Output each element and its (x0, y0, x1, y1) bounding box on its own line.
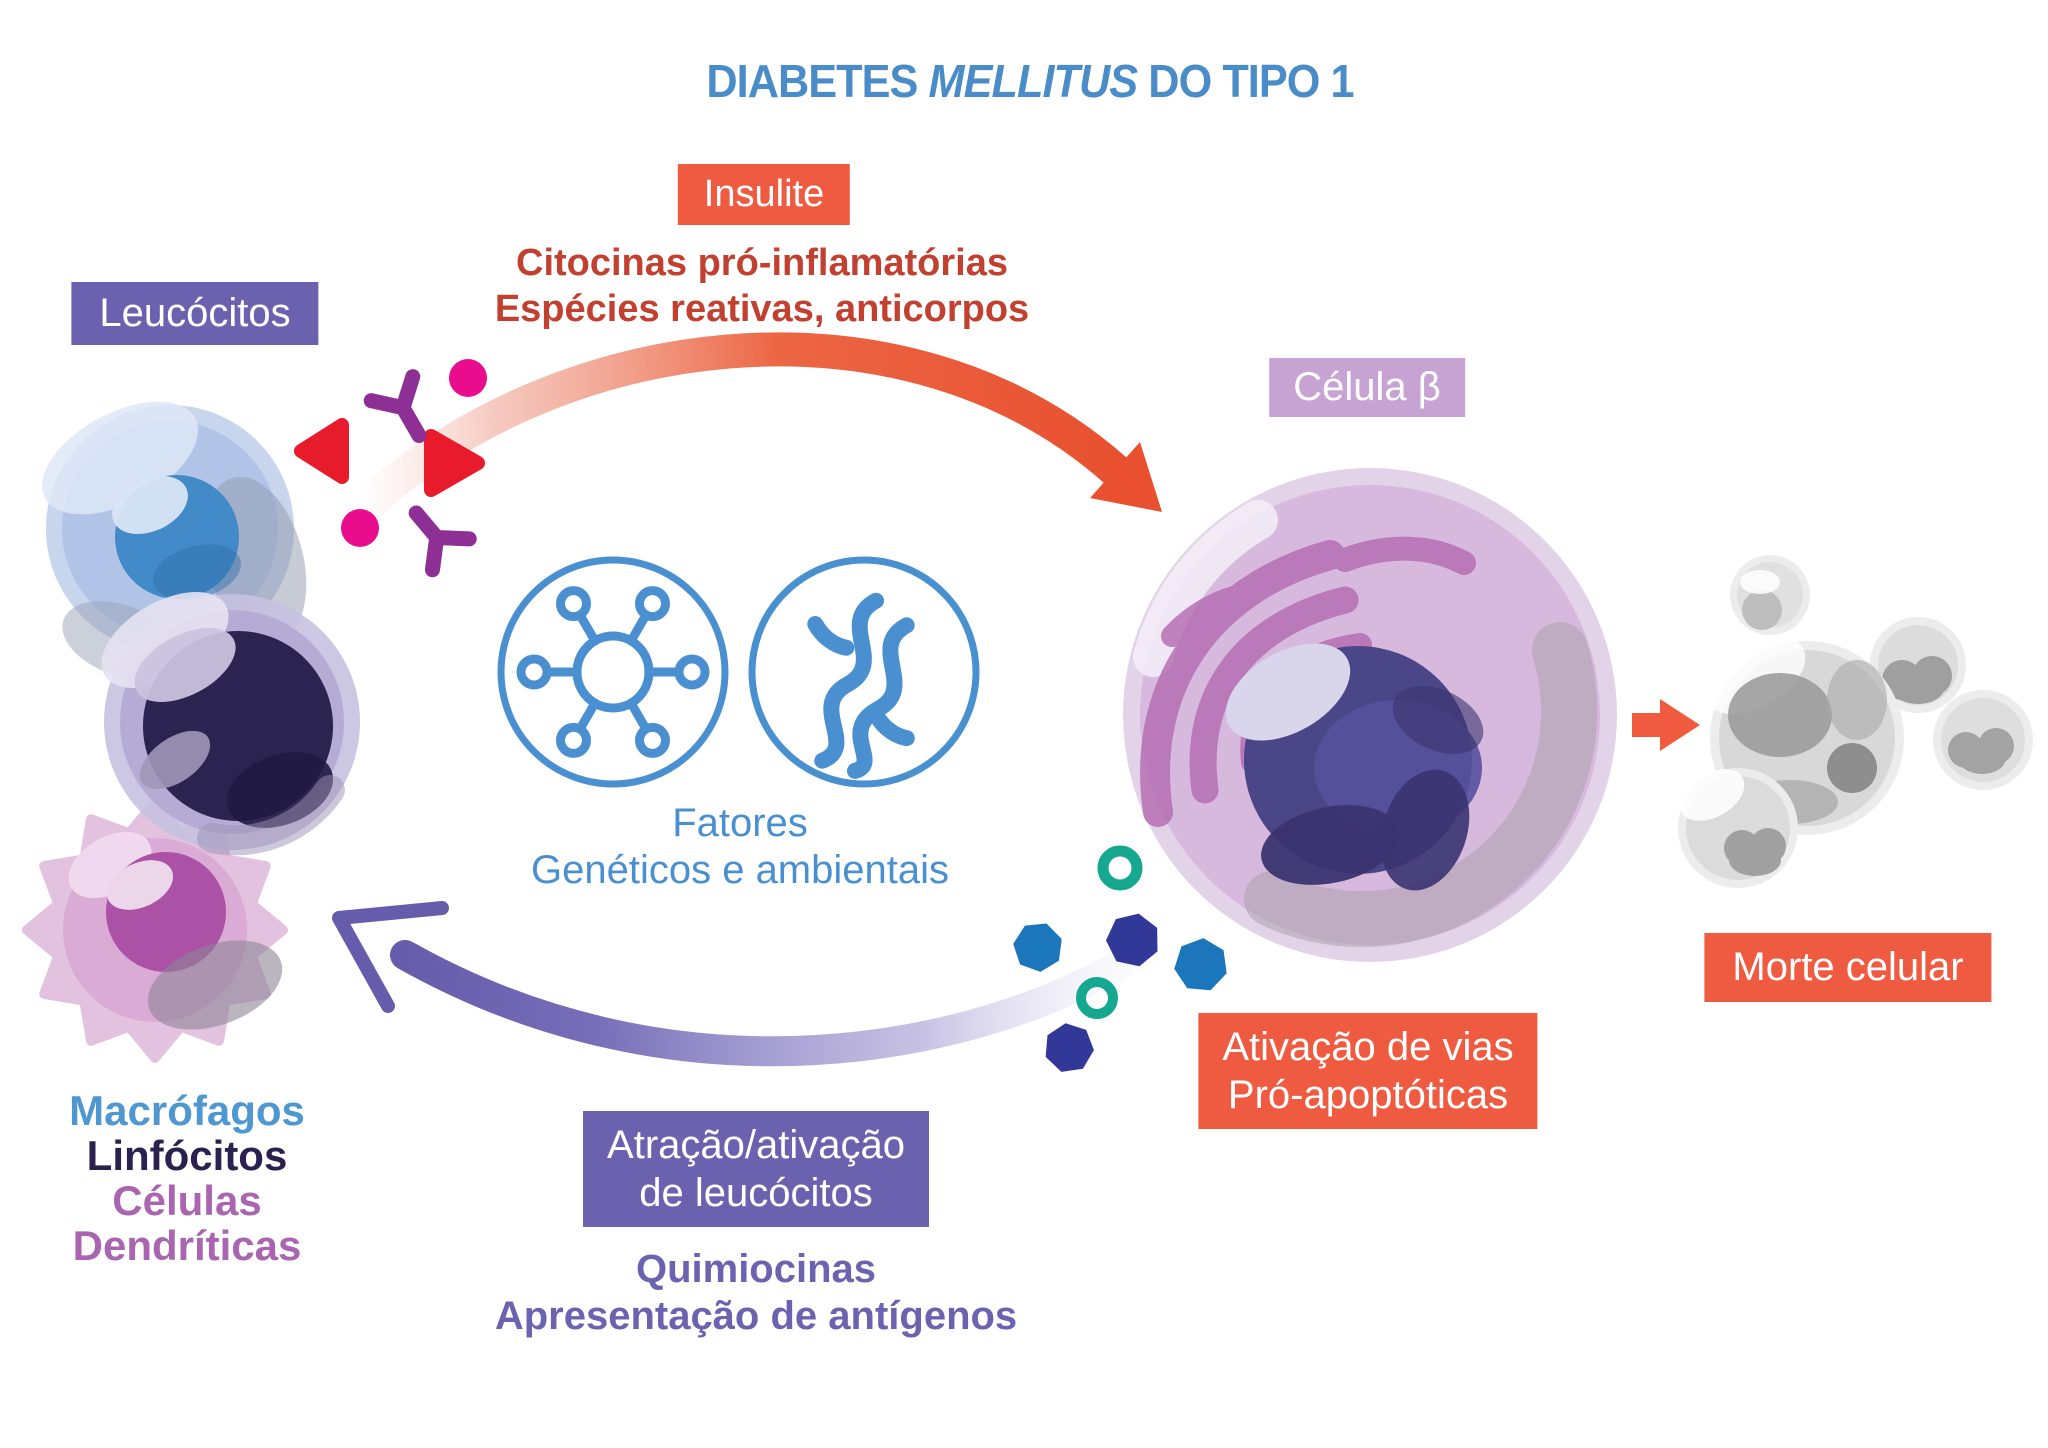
title-word: DIABETES (706, 55, 918, 107)
dead-cell (1678, 768, 1798, 888)
title-word: DO TIPO 1 (1148, 55, 1354, 107)
factors-line1: Fatores (672, 801, 808, 845)
leukocyte-attraction-arrow (332, 901, 1160, 1067)
factors-text: Fatores Genéticos e ambientais (531, 800, 949, 894)
leukocyte-cell-type-labels: Macrófagos Linfócitos Células Dendrítica… (69, 1088, 305, 1268)
apoptotic-molecules (1007, 845, 1230, 1074)
insulitis-arrowhead-icon (1090, 442, 1162, 512)
beta-cell-nucleus (1225, 643, 1484, 891)
apoptosis-line2: Pró-apoptóticas (1227, 1073, 1509, 1117)
blue-heptagon-icon (1172, 935, 1230, 992)
dead-cells-illustration (1678, 555, 2033, 888)
title-word-italic: MELLITUS (928, 55, 1139, 107)
chemokines-line1: Quimiocinas (635, 1247, 877, 1291)
insulite-label: Insulite (677, 164, 851, 225)
dendritic-cell-illustration (22, 797, 288, 1063)
lymphocytes-label: Linfócitos (86, 1132, 288, 1179)
cytokine-dot-icon (341, 509, 379, 547)
page-title: DIABETES MELLITUS DO TIPO 1 (706, 54, 1354, 108)
cytokines-line: Citocinas pró-inflamatórias (516, 242, 1008, 284)
reactive-species-triangle-icon (424, 429, 485, 497)
cytokine-dot-icon (449, 359, 487, 397)
dead-cell (1730, 555, 1810, 635)
teal-ring-icon (1076, 977, 1118, 1019)
antibody-icon (398, 498, 469, 570)
dendritic-cells-label: Células (112, 1177, 262, 1224)
inflammatory-molecules (294, 359, 487, 570)
dna-icon (807, 592, 915, 779)
attraction-line1: Atração/ativação (607, 1123, 905, 1167)
pro-apoptotic-pathways-label: Ativação de vias Pró-apoptóticas (1198, 1013, 1538, 1129)
attraction-arrowhead-icon (332, 901, 449, 1013)
reactive-species-triangle-icon (294, 418, 349, 484)
leukocytes-label: Leucócitos (71, 282, 319, 345)
dead-cell (1933, 690, 2033, 790)
leukocyte-attraction-label: Atração/ativação de leucócitos (583, 1111, 929, 1227)
insulitis-mediators-text: Citocinas pró-inflamatórias Espécies rea… (495, 240, 1029, 332)
reactive-species-line: Espécies reativas, anticorpos (494, 288, 1030, 330)
macrophages-label: Macrófagos (69, 1087, 305, 1134)
factors-line2: Genéticos e ambientais (530, 848, 950, 892)
chemokines-text: Quimiocinas Apresentação de antígenos (495, 1246, 1017, 1340)
teal-ring-icon (1097, 845, 1143, 891)
dead-cell (1704, 635, 1904, 835)
apoptosis-line1: Ativação de vias (1222, 1025, 1514, 1069)
genetic-environmental-factors (497, 556, 980, 788)
chemokines-line2: Apresentação de antígenos (494, 1294, 1018, 1338)
dead-cell (1870, 617, 1966, 713)
cell-death-label: Morte celular (1704, 933, 1992, 1002)
lymphocyte-cell-illustration (101, 591, 360, 856)
virus-icon (516, 586, 710, 758)
indigo-heptagon-icon (1041, 1019, 1097, 1074)
death-arrow-icon (1632, 699, 1700, 751)
attraction-line2: de leucócitos (639, 1171, 873, 1215)
beta-cell-label: Célula β (1269, 358, 1465, 417)
beta-cell-illustration (1123, 468, 1617, 962)
dendritic-cells-label-line2: Dendríticas (72, 1222, 302, 1269)
blue-heptagon-icon (1007, 915, 1070, 977)
